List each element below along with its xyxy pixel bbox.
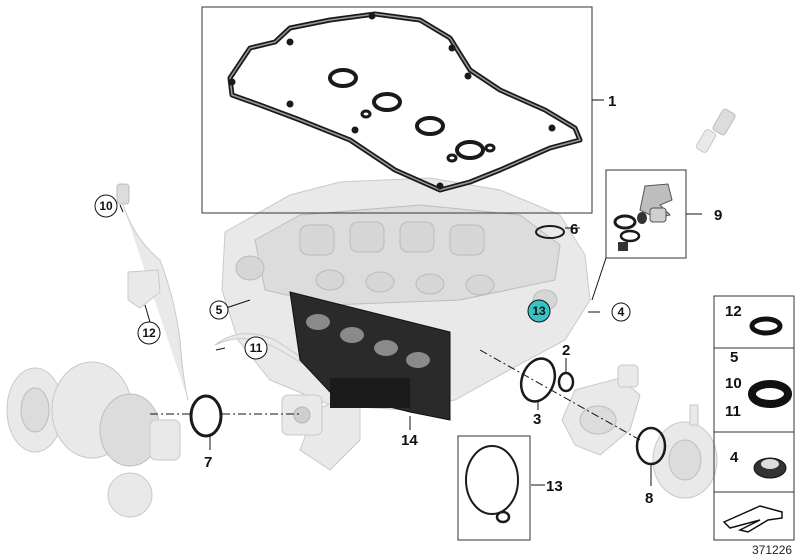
legend-label-12: 12 bbox=[725, 303, 742, 320]
seal-icon-12 bbox=[749, 316, 783, 336]
callout-6: 6 bbox=[570, 221, 578, 238]
callout-7: 7 bbox=[204, 454, 212, 471]
callout-2: 2 bbox=[562, 342, 570, 359]
svg-text:13: 13 bbox=[532, 304, 546, 318]
callout-14: 14 bbox=[401, 432, 418, 449]
legend-label-11: 11 bbox=[725, 403, 741, 420]
seal-icon-4 bbox=[753, 457, 787, 479]
sensor-top-right-illustration bbox=[695, 108, 736, 153]
valve-cover-gasket bbox=[227, 11, 583, 193]
turbocharger-illustration bbox=[6, 361, 181, 518]
callout-13-box: 13 bbox=[546, 478, 563, 495]
direction-arrow-icon bbox=[722, 505, 783, 533]
svg-text:12: 12 bbox=[142, 326, 156, 340]
o-ring-set-13 bbox=[465, 445, 519, 524]
frame-part-13 bbox=[457, 435, 531, 541]
leader-lines bbox=[119, 99, 702, 486]
legend-box-arrow bbox=[713, 491, 795, 541]
callout-9: 9 bbox=[714, 207, 722, 224]
seal-icon-5-10-11 bbox=[748, 380, 792, 408]
svg-text:5: 5 bbox=[216, 303, 223, 317]
svg-text:11: 11 bbox=[250, 341, 263, 355]
o-ring-6 bbox=[535, 225, 565, 239]
svg-text:4: 4 bbox=[618, 305, 625, 319]
circle-callout-12: 12 bbox=[137, 321, 161, 345]
injector-seal-kit bbox=[613, 183, 673, 251]
legend-label-10: 10 bbox=[725, 375, 742, 392]
callout-8: 8 bbox=[645, 490, 653, 507]
circle-callout-11: 11 bbox=[244, 336, 268, 360]
thermostat-housing-illustration bbox=[561, 364, 641, 456]
callout-1: 1 bbox=[608, 93, 616, 110]
o-ring-7 bbox=[189, 394, 223, 438]
circle-callout-5: 5 bbox=[209, 300, 229, 320]
frame-part-1 bbox=[201, 6, 593, 214]
intake-gasket-14 bbox=[289, 291, 451, 421]
legend-label-5: 5 bbox=[730, 349, 738, 366]
circle-callout-4: 4 bbox=[611, 302, 631, 322]
circle-callout-10: 10 bbox=[94, 194, 118, 218]
catalog-number: 371226 bbox=[752, 543, 792, 557]
o-ring-2 bbox=[557, 371, 575, 393]
vacuum-pump-illustration bbox=[652, 404, 718, 499]
circle-callout-13-highlighted: 13 bbox=[527, 299, 551, 323]
callouts: 1 2 3 6 7 8 9 13 14 4 5 10 11 12 1 bbox=[94, 93, 722, 507]
legend-panel bbox=[713, 295, 795, 541]
legend-labels: 12 5 10 11 4 bbox=[725, 303, 742, 466]
sensor-illustration bbox=[116, 183, 189, 401]
svg-text:10: 10 bbox=[99, 199, 113, 213]
callout-3: 3 bbox=[533, 411, 541, 428]
legend-label-4: 4 bbox=[730, 449, 739, 466]
